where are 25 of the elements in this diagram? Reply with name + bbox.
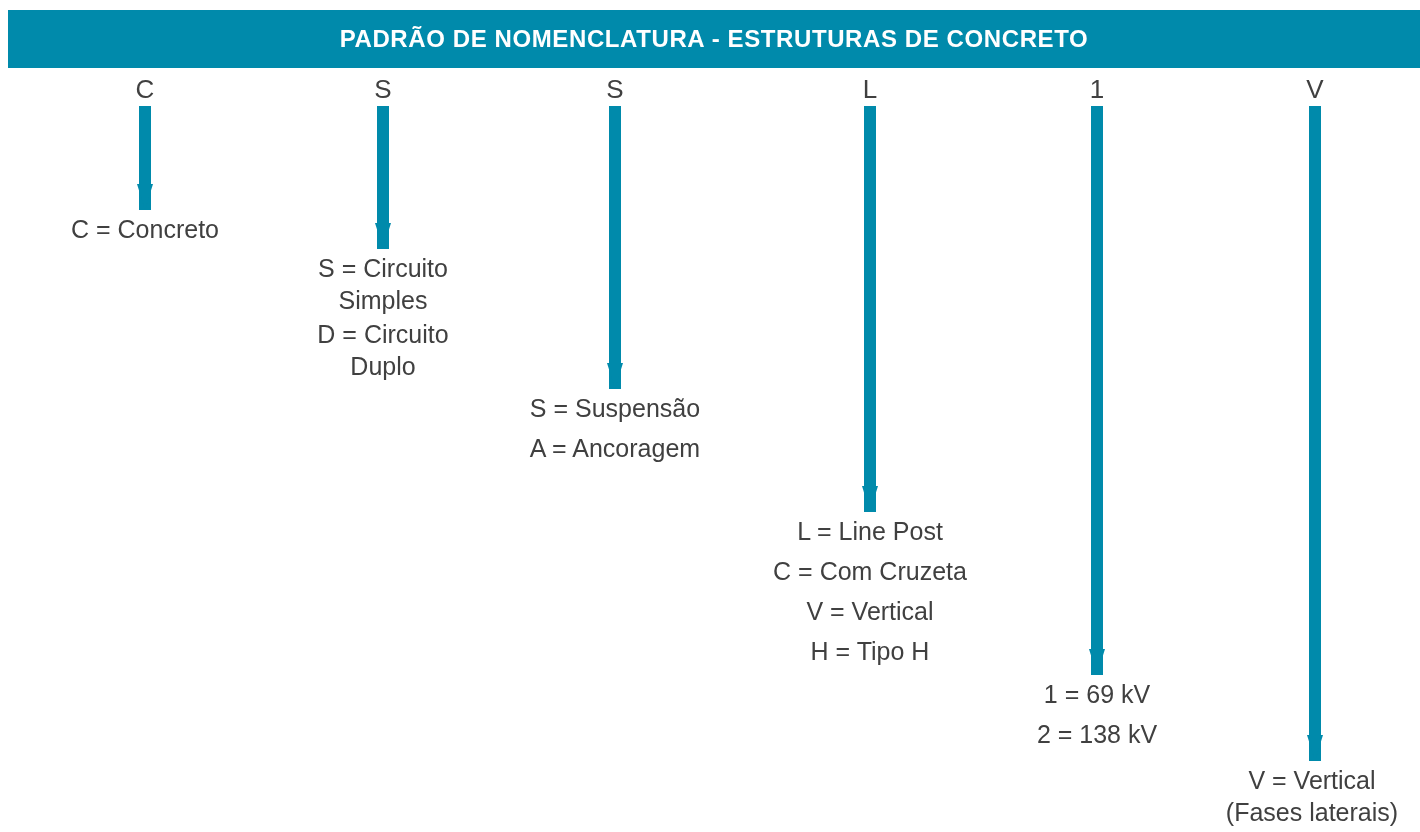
code-description: 1 = 69 kV (1043, 679, 1151, 710)
arrow (862, 106, 878, 512)
code-description: L = Line Post (797, 516, 943, 547)
code-letter: C (135, 73, 155, 106)
code-letter: L (862, 73, 878, 106)
code-letter: S (606, 73, 624, 106)
code-description: A = Ancoragem (529, 433, 701, 464)
arrow (607, 106, 623, 389)
code-description: C = Com Cruzeta (773, 556, 967, 587)
code-description: D = Circuito Duplo (316, 319, 450, 382)
title-banner: PADRÃO DE NOMENCLATURA - ESTRUTURAS DE CONCRETO (8, 10, 1420, 68)
code-letter: V (1306, 73, 1324, 106)
code-letter: 1 (1089, 73, 1105, 106)
code-description: H = Tipo H (810, 636, 930, 667)
code-description: V = Vertical (806, 596, 934, 627)
code-description: 2 = 138 kV (1036, 719, 1158, 750)
arrow (375, 106, 391, 249)
arrow (1307, 106, 1323, 761)
code-description: C = Concreto (71, 214, 219, 245)
arrow (1089, 106, 1105, 675)
code-letter: S (374, 73, 392, 106)
arrow (137, 106, 153, 210)
code-description: S = Circuito Simples (317, 253, 449, 316)
code-description: V = Vertical (Fases laterais) (1224, 765, 1400, 828)
code-description: S = Suspensão (529, 393, 701, 424)
